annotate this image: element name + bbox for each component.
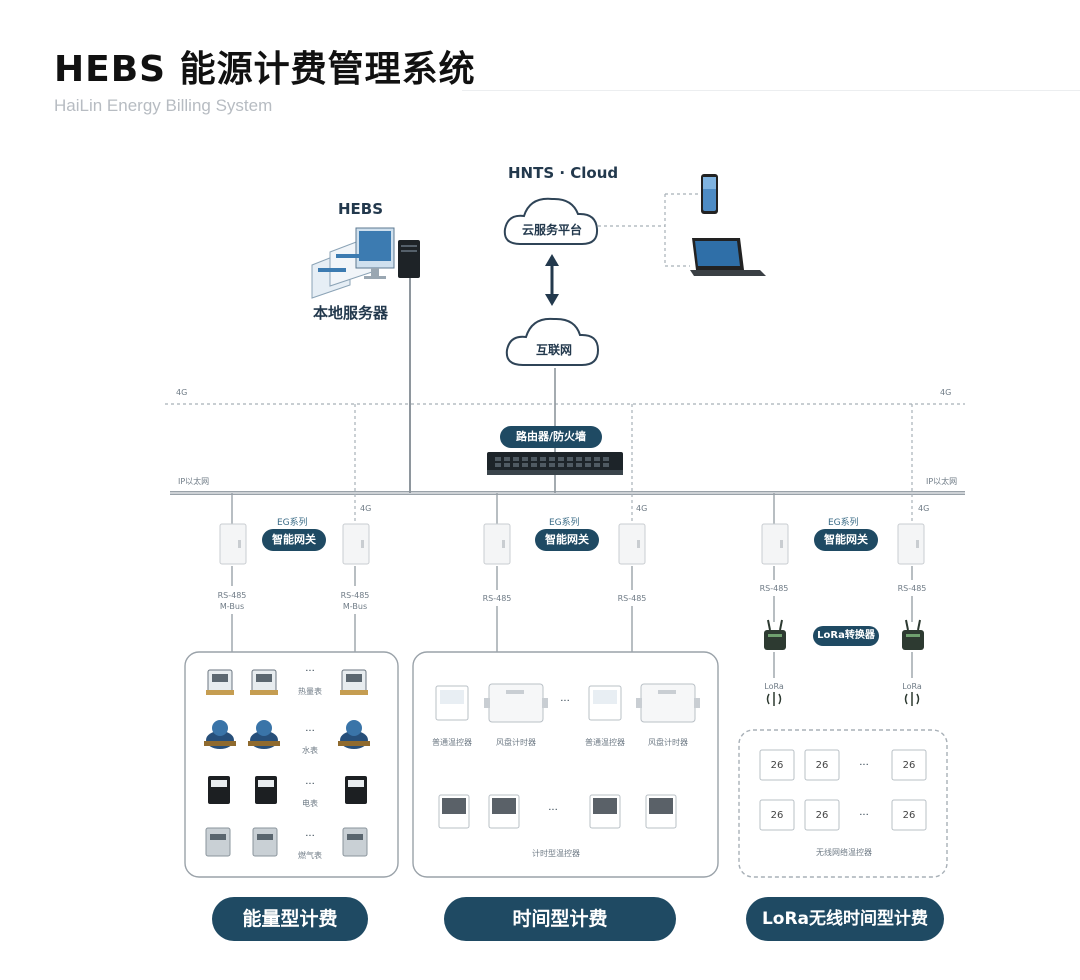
rs485-label-5: RS-485: [759, 584, 789, 593]
fan-timer-label-2: 风盘计时器: [648, 738, 688, 747]
ip-ethernet-label-left: IP以太网: [178, 477, 210, 486]
time-billing-pill: 时间型计费: [444, 897, 676, 941]
gateway-device-2: [342, 523, 370, 565]
gateway-label-1: 智能网关: [262, 529, 326, 551]
fourg-label-right: 4G: [940, 388, 952, 397]
electric-meter-icons: [208, 776, 367, 804]
thermostat-label-1: 普通温控器: [432, 738, 472, 747]
hebs-label: HEBS: [338, 200, 384, 218]
fan-timer-icon-1: [484, 683, 548, 723]
page-title: HEBS 能源计费管理系统: [54, 49, 476, 90]
fan-timer-icon-2: [636, 683, 700, 723]
water-meter-label: 水表: [302, 746, 318, 755]
ellipsis-water: ···: [305, 726, 315, 737]
gateway-device-3: [483, 523, 511, 565]
thermo-display-6: 26: [902, 810, 916, 821]
gateway-device-5: [761, 523, 789, 565]
ip-ethernet-label-right: IP以太网: [926, 477, 958, 486]
server-tower-icon: [398, 240, 420, 278]
cloud-platform-shape: [503, 197, 599, 245]
ellipsis-electric: ···: [305, 779, 315, 790]
gas-meter-label: 燃气表: [298, 851, 322, 860]
gateway-fourg-3: 4G: [918, 504, 930, 513]
ellipsis-time-top: ···: [560, 696, 570, 707]
internet-label: 互联网: [535, 343, 572, 357]
gateway-label-2: 智能网关: [535, 529, 599, 551]
lora-converter-right: [902, 619, 924, 650]
wireless-thermostat-icons: [759, 749, 927, 831]
thermostat-icon-2: [588, 685, 622, 721]
lora-antenna-left: [766, 692, 782, 706]
thermo-display-4: 26: [770, 810, 784, 821]
hnts-cloud-label: HNTS · Cloud: [508, 164, 619, 182]
router-label: 路由器/防火墙: [500, 426, 602, 448]
ellipsis-time-bottom: ···: [548, 805, 558, 816]
heat-meter-label: 热量表: [298, 687, 322, 696]
lora-label-left: LoRa: [764, 682, 784, 691]
local-server-label: 本地服务器: [313, 304, 389, 322]
lora-label-right: LoRa: [902, 682, 922, 691]
gateway-device-6: [897, 523, 925, 565]
thermostat-icon-1: [435, 685, 469, 721]
lora-converter-left: [764, 619, 786, 650]
title-divider: [462, 90, 1080, 91]
rs485-label-6: RS-485: [897, 584, 927, 593]
heat-meter-icons: [206, 669, 368, 695]
gateway-device-1: [219, 523, 247, 565]
lora-billing-pill: LoRa无线时间型计费: [746, 897, 944, 941]
timer-thermostat-icons: [438, 794, 677, 829]
ellipsis-heat: ···: [305, 666, 315, 677]
ellipsis-lora-bottom: ···: [859, 810, 869, 821]
ellipsis-lora-top: ···: [859, 760, 869, 771]
electric-meter-label: 电表: [302, 799, 318, 808]
thermo-display-5: 26: [815, 810, 829, 821]
fan-timer-label-1: 风盘计时器: [496, 738, 536, 747]
thermo-display-1: 26: [770, 760, 784, 771]
server-screens-icon: [311, 227, 395, 299]
gateway-fourg-1: 4G: [360, 504, 372, 513]
gateway-device-4: [618, 523, 646, 565]
phone-icon: [701, 174, 718, 214]
gas-meter-icons: [205, 827, 368, 857]
rs485-label-2: RS-485: [340, 591, 370, 600]
rs485-label-1: RS-485: [217, 591, 247, 600]
rs485-label-3: RS-485: [482, 594, 512, 603]
cloud-platform-label: 云服务平台: [521, 223, 582, 237]
rs485-label-4: RS-485: [617, 594, 647, 603]
energy-panel: [184, 651, 399, 878]
internet-cloud-shape: [505, 317, 600, 366]
timer-thermostat-label: 计时型温控器: [532, 849, 580, 858]
page-subtitle: HaiLin Energy Billing System: [54, 96, 273, 115]
ellipsis-gas: ···: [305, 831, 315, 842]
energy-billing-pill: 能量型计费: [212, 897, 368, 941]
router-device: [487, 452, 623, 475]
gateway-fourg-2: 4G: [636, 504, 648, 513]
thermo-display-2: 26: [815, 760, 829, 771]
laptop-icon: [690, 238, 766, 276]
gateway-label-3: 智能网关: [814, 529, 878, 551]
lora-antenna-right: [904, 692, 920, 706]
mbus-label-1: M-Bus: [219, 602, 245, 611]
fourg-label-left: 4G: [176, 388, 188, 397]
eg-series-label-2: EG系列: [549, 518, 580, 528]
thermostat-label-2: 普通温控器: [585, 738, 625, 747]
thermo-display-3: 26: [902, 760, 916, 771]
wireless-thermostat-label: 无线网络温控器: [816, 848, 872, 857]
lora-converter-label: LoRa转换器: [813, 626, 879, 646]
eg-series-label-3: EG系列: [828, 518, 859, 528]
mbus-label-2: M-Bus: [342, 602, 368, 611]
water-meter-icons: [204, 720, 370, 749]
eg-series-label-1: EG系列: [277, 518, 308, 528]
